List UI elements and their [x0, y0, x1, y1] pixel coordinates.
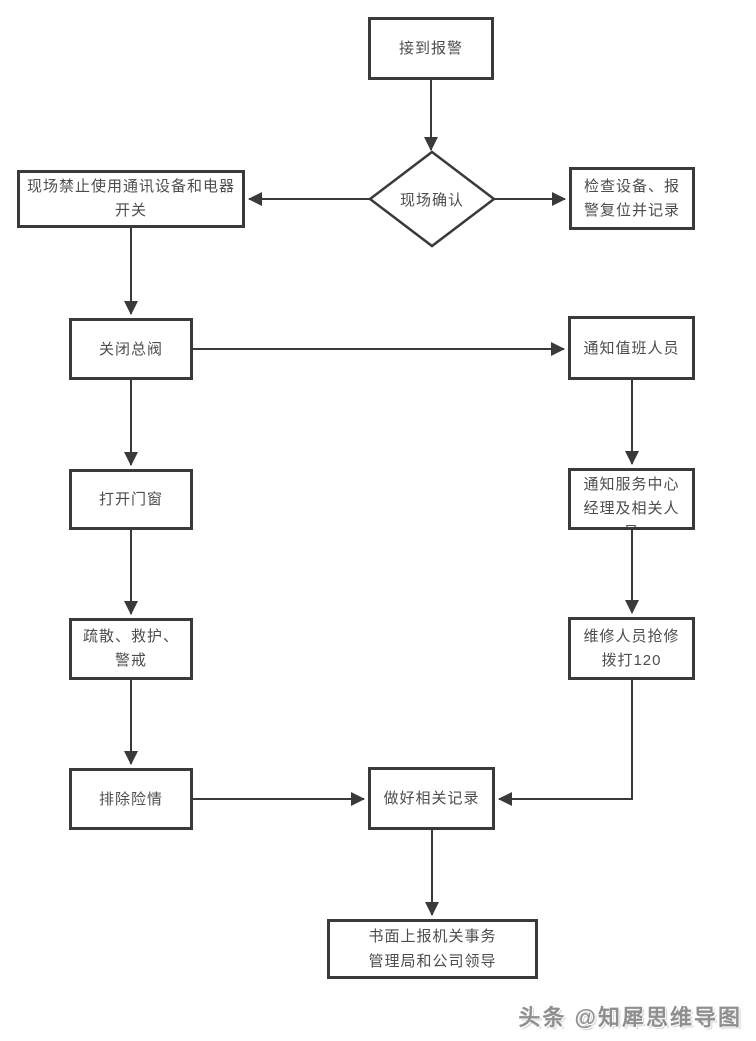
edge-repair-to-records [498, 680, 633, 806]
decision-diamond-shape [367, 150, 497, 248]
watermark: 头条 @知犀思维导图 [518, 1005, 742, 1030]
node-close-valve: 关闭总阀 [69, 318, 193, 380]
node-evacuate-rescue-guard: 疏散、救护、 警戒 [69, 618, 193, 680]
node-open-doors: 打开门窗 [69, 469, 193, 530]
node-written-report: 书面上报机关事务 管理局和公司领导 [327, 919, 538, 979]
node-forbid-devices: 现场禁止使用通讯设备和电器 开关 [17, 170, 245, 228]
node-eliminate-danger: 排除险情 [69, 768, 193, 830]
node-make-records: 做好相关记录 [368, 767, 495, 830]
node-site-confirm: 现场确认 [399, 191, 464, 209]
node-notify-duty: 通知值班人员 [568, 316, 695, 380]
node-repair-call-120: 维修人员抢修 拨打120 [568, 617, 695, 680]
node-notify-center-manager: 通知服务中心 经理及相关人 员 [568, 468, 695, 530]
node-check-equipment: 检查设备、报 警复位并记录 [569, 167, 695, 230]
node-receive-alarm: 接到报警 [368, 17, 494, 80]
